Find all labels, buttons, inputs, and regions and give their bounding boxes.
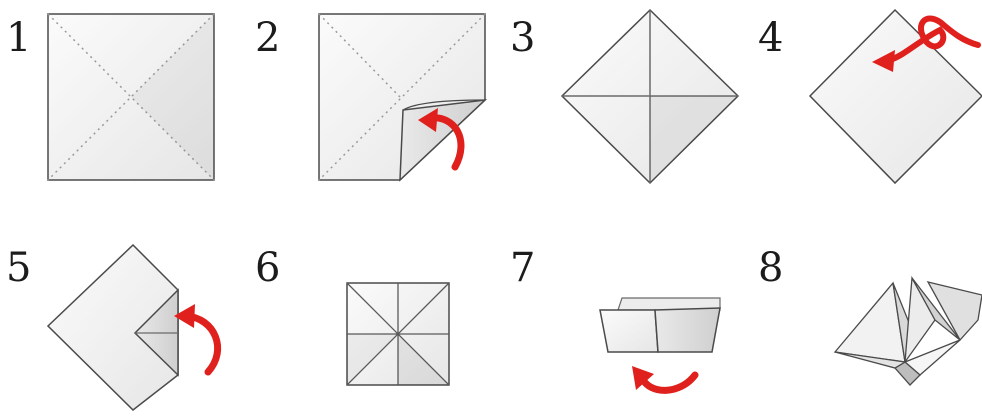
step-6-square (347, 283, 449, 385)
step-3-diamond (562, 10, 738, 183)
step-8-fortune-teller (835, 278, 982, 385)
step-2-square (319, 14, 485, 180)
step-7-strip (600, 298, 720, 390)
step-5-diamond (48, 245, 218, 410)
step-4-diamond (810, 10, 982, 183)
step-1-square (48, 14, 214, 180)
